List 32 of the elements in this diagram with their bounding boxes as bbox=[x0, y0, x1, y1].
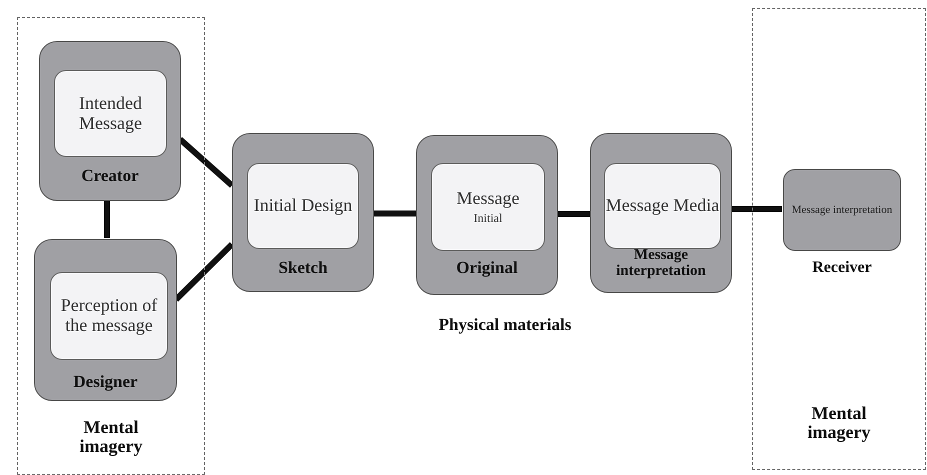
dashed-group-frame bbox=[752, 8, 926, 470]
message-box bbox=[50, 272, 168, 360]
group-heading: Mental imagery bbox=[78, 418, 144, 456]
stage-label: Sketch bbox=[277, 259, 329, 277]
stage-label: Creator bbox=[80, 167, 140, 185]
connector-line bbox=[104, 200, 110, 238]
stage-box bbox=[232, 133, 374, 292]
stage-label: Message interpretation bbox=[615, 248, 707, 280]
stage-label: Receiver bbox=[811, 260, 873, 277]
box-text: Initial bbox=[474, 212, 502, 226]
box-text: Intended Message bbox=[78, 94, 143, 134]
message-box bbox=[604, 163, 721, 249]
connector-line bbox=[732, 206, 782, 212]
connector-line bbox=[374, 210, 416, 216]
dashed-group-frame bbox=[17, 17, 205, 475]
message-box bbox=[54, 70, 167, 157]
message-box bbox=[247, 163, 359, 249]
box-text: Message interpretation bbox=[792, 204, 892, 216]
box-text: Perception of the message bbox=[60, 296, 158, 336]
box-text: Initial Design bbox=[254, 196, 352, 216]
group-heading: Mental imagery bbox=[806, 404, 872, 442]
stage-label: Designer bbox=[72, 373, 139, 391]
message-box bbox=[431, 163, 545, 251]
section-label: Physical materials bbox=[438, 316, 572, 334]
connector-line bbox=[558, 211, 590, 217]
box-text: Message Media bbox=[606, 196, 720, 216]
box-text: Message bbox=[456, 188, 520, 208]
stage-box bbox=[416, 135, 558, 295]
stage-label: Original bbox=[455, 259, 519, 277]
stage-box bbox=[34, 239, 177, 401]
stage-box bbox=[590, 133, 732, 293]
stage-box bbox=[39, 41, 181, 201]
